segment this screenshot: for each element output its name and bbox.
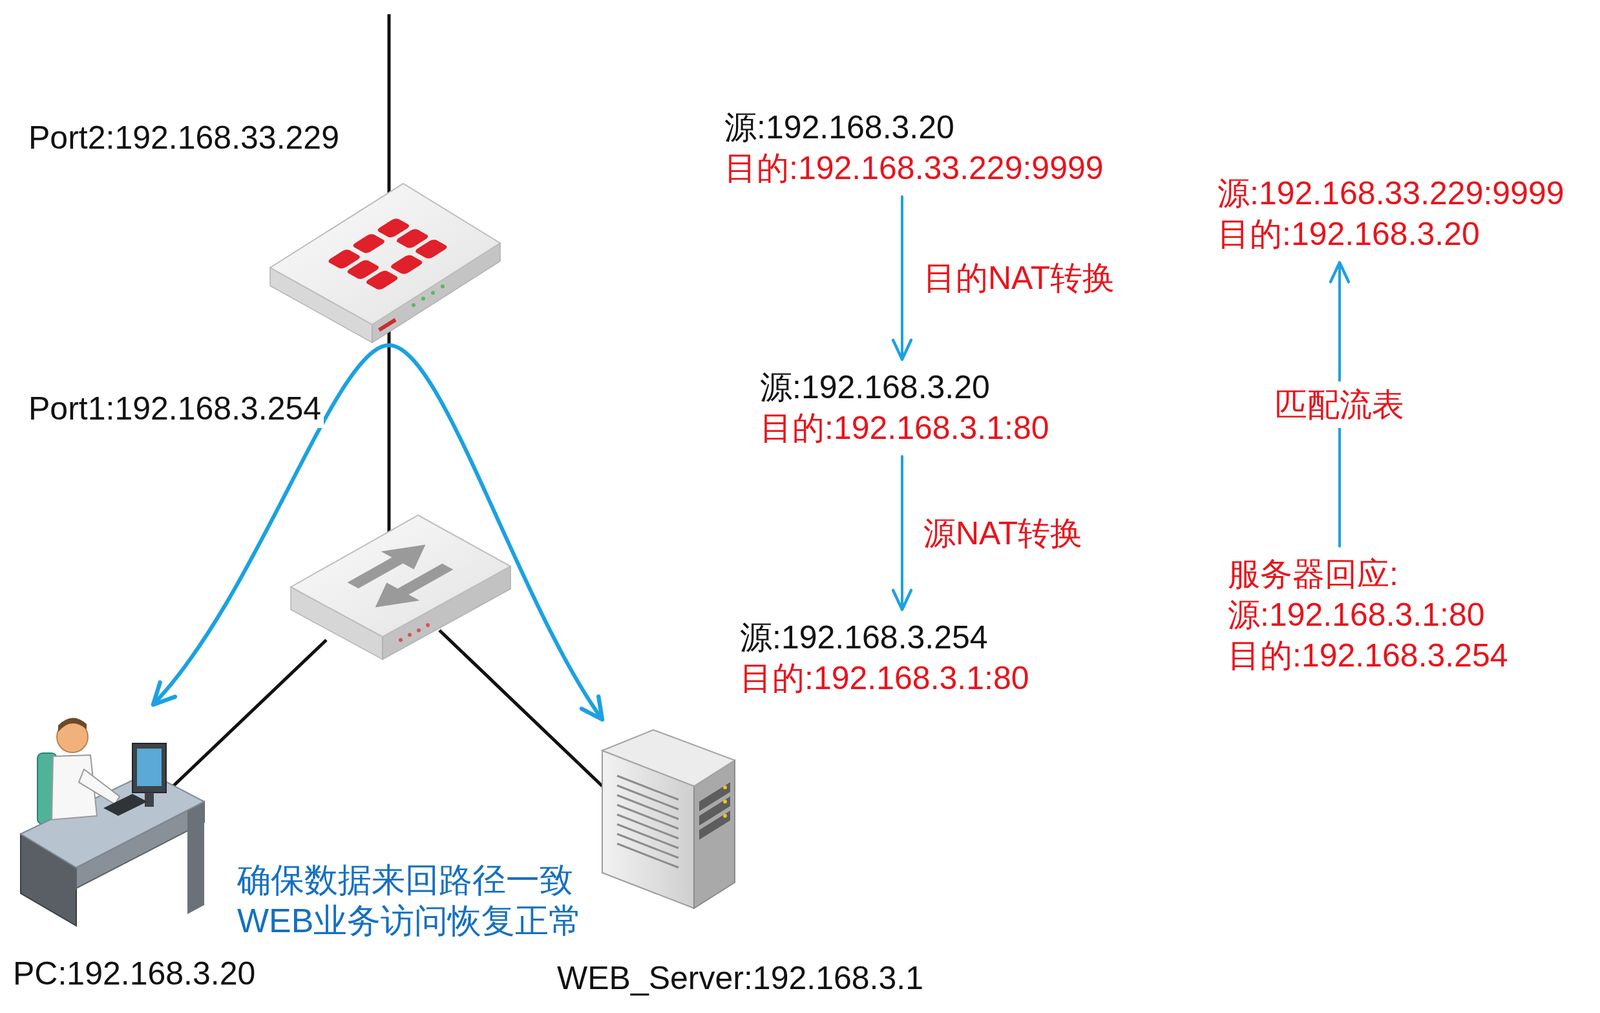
person-hair — [58, 717, 87, 732]
note-text: WEB业务访问恢复正常 — [234, 900, 585, 940]
pc-workstation — [20, 717, 205, 926]
firewall-top — [270, 183, 501, 325]
flow-arrow — [900, 196, 904, 360]
firewall-badge — [378, 317, 397, 332]
node-text: 目的:192.168.33.229:9999 — [724, 147, 1104, 189]
status-leds — [411, 284, 445, 307]
firewall-device — [270, 183, 501, 343]
monitor-screen — [136, 748, 162, 786]
monitor — [132, 743, 167, 793]
edge-label: 匹配流表 — [1269, 381, 1410, 428]
switch-server-wire — [439, 630, 603, 786]
port-label: Port2:192.168.33.229 — [25, 118, 342, 158]
node-text: 目的:192.168.3.20 — [1217, 213, 1565, 255]
monitor-stand — [144, 792, 154, 807]
pc-host: PC:192.168.3.20 — [5, 704, 277, 1002]
node-text: 源:192.168.33.229:9999 — [1217, 173, 1565, 214]
node-text: 源:192.168.3.254 — [739, 617, 1030, 658]
node-text: 服务器回应: — [1227, 553, 1509, 595]
switch-device — [290, 515, 511, 660]
desk-top — [20, 772, 205, 868]
port-label: Port1:192.168.3.254 — [25, 389, 324, 428]
packet-header: 源:192.168.3.254目的:192.168.3.1:80 — [732, 609, 1038, 707]
uplink-wire — [387, 14, 391, 194]
edge-label: 源NAT转换 — [920, 513, 1085, 553]
node-text: 源:192.168.3.20 — [724, 107, 1104, 148]
switch-arrows — [327, 535, 474, 617]
fortinet-logo — [326, 217, 449, 291]
firewall-switch-wire — [387, 323, 391, 543]
person-arm — [78, 768, 120, 804]
node-text: 源:192.168.3.1:80 — [1227, 594, 1509, 636]
node-text: 目的:192.168.3.1:80 — [759, 407, 1050, 449]
node-text: PC:192.168.3.20 — [12, 953, 269, 994]
web-server — [602, 729, 735, 908]
desk-leg — [187, 801, 205, 914]
switch-ports — [398, 622, 430, 642]
keyboard — [103, 793, 148, 816]
packet-header: 服务器回应:源:192.168.3.1:80目的:192.168.3.254 — [1220, 546, 1516, 684]
note-text: 确保数据来回路径一致 — [234, 860, 576, 899]
node-text: 源:192.168.3.20 — [759, 367, 1050, 408]
server-drive-bays — [699, 781, 731, 840]
packet-header: 源:192.168.33.229:9999目的:192.168.3.20 — [1209, 165, 1573, 263]
node-text: 目的:192.168.3.254 — [1227, 635, 1509, 676]
node-text: 目的:192.168.3.1:80 — [739, 657, 1030, 699]
node-text: WEB_Server:192.168.3.1 — [557, 957, 924, 999]
switch-top — [290, 515, 511, 637]
packet-header: 源:192.168.3.20目的:192.168.33.229:9999 — [716, 99, 1112, 197]
packet-header: 源:192.168.3.20目的:192.168.3.1:80 — [752, 359, 1058, 457]
edge-label: 目的NAT转换 — [920, 258, 1118, 298]
flow-arrow — [900, 456, 904, 610]
switch-pc-wire — [173, 639, 327, 786]
server-host: WEB_Server:192.168.3.1 — [549, 719, 932, 1007]
server-vents — [617, 775, 679, 868]
